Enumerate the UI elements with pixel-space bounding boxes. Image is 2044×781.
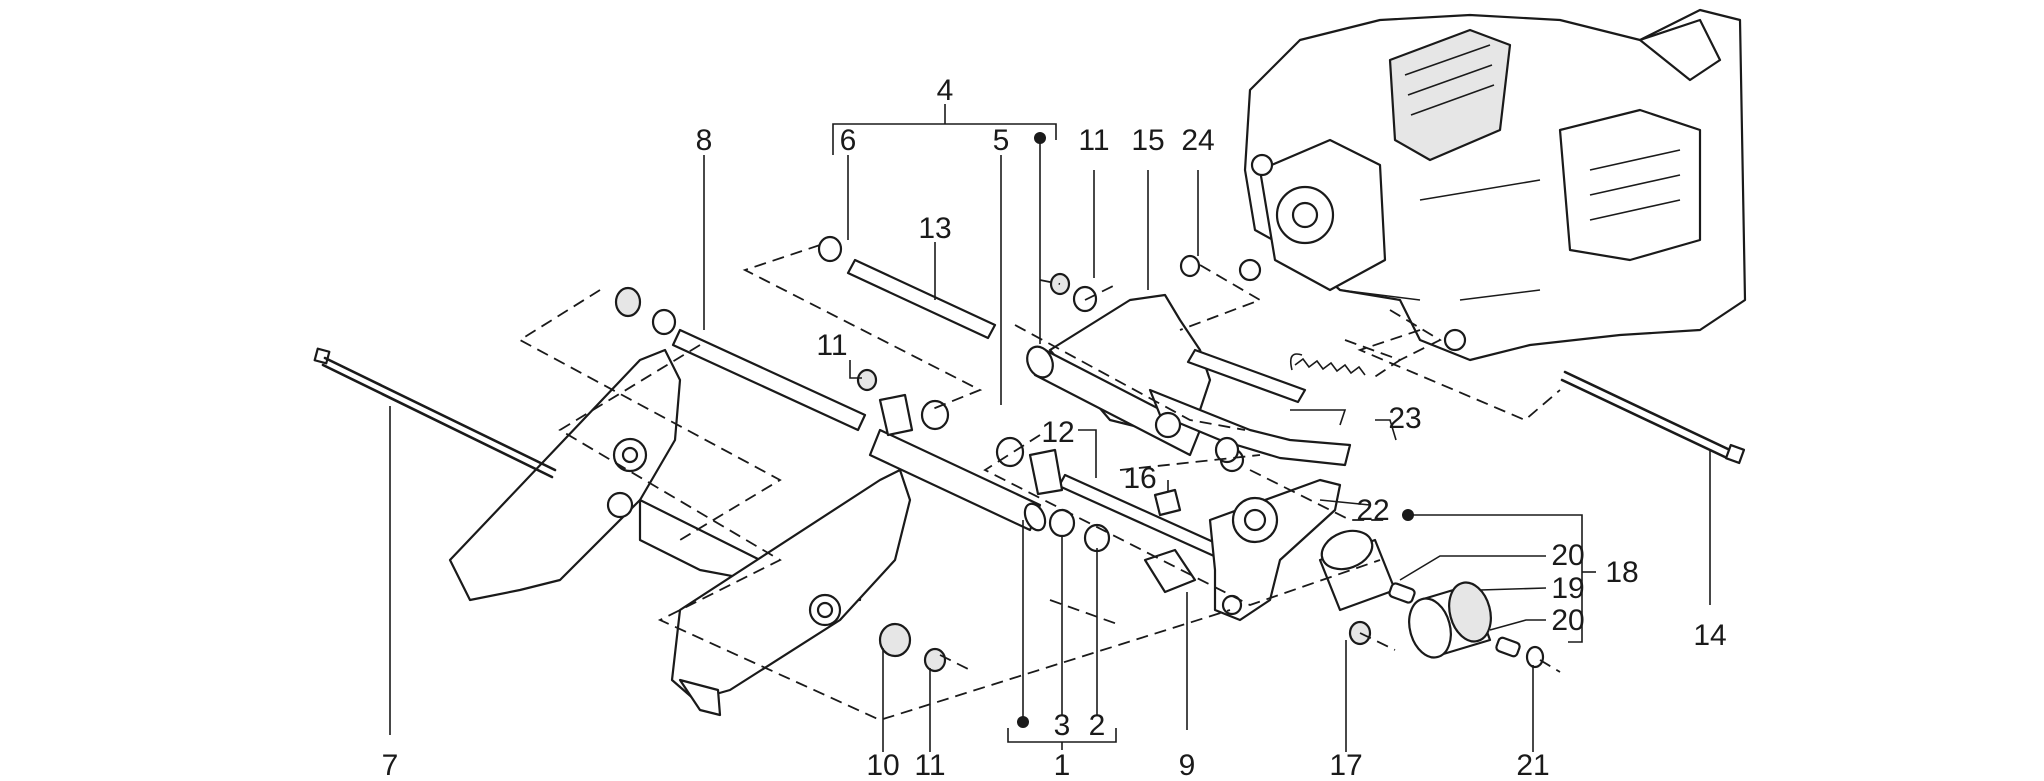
callout-13: 13 xyxy=(918,212,951,245)
long-bolt-7 xyxy=(313,347,557,479)
callout-6: 6 xyxy=(840,124,857,157)
long-bolt-14 xyxy=(1560,370,1746,465)
support-plate-22 xyxy=(1208,478,1342,622)
callout-11-top: 11 xyxy=(1078,124,1109,157)
shaft-8 xyxy=(671,328,867,432)
callout-3: 3 xyxy=(1054,709,1071,742)
callout-2: 2 xyxy=(1089,709,1106,742)
callout-8: 8 xyxy=(696,124,713,157)
stand-bracket-left xyxy=(448,348,912,717)
callout-14: 14 xyxy=(1693,619,1726,652)
callout-15: 15 xyxy=(1131,124,1164,157)
callout-23: 23 xyxy=(1388,402,1421,435)
callout-24: 24 xyxy=(1181,124,1214,157)
washer-21 xyxy=(1525,645,1545,669)
callout-17: 17 xyxy=(1329,749,1362,781)
swing-arm-bracket xyxy=(1026,293,1352,473)
callout-12: 12 xyxy=(1041,416,1074,449)
callout-10: 10 xyxy=(866,749,899,781)
shaft-13 xyxy=(846,258,997,340)
bush-19 xyxy=(1408,581,1492,659)
leader-lines xyxy=(389,104,1711,752)
callout-1: 1 xyxy=(1054,749,1071,781)
callout-11-bottom: 11 xyxy=(914,749,945,781)
callout-21: 21 xyxy=(1516,749,1549,781)
callout-4: 4 xyxy=(937,74,954,107)
assembly-dashed-lines xyxy=(518,244,1561,721)
callout-18: 18 xyxy=(1605,556,1638,589)
main-pivot-tube xyxy=(868,428,1047,532)
callout-9: 9 xyxy=(1179,749,1196,781)
engine-illustration xyxy=(1238,8,1747,362)
callout-22: 22 xyxy=(1356,494,1389,527)
callout-20-top: 20 xyxy=(1551,539,1584,572)
callout-19: 19 xyxy=(1551,572,1584,605)
callout-labels: 4 6 5 8 13 11 15 24 11 12 16 22 23 20 19… xyxy=(382,74,1727,781)
cylinder-18 xyxy=(1318,529,1397,612)
callout-16: 16 xyxy=(1123,462,1156,495)
callout-11-mid: 11 xyxy=(816,329,847,362)
callout-7: 7 xyxy=(382,749,399,781)
callout-20-bottom: 20 xyxy=(1551,604,1584,637)
spring-23 xyxy=(1289,353,1366,376)
spacer-20a xyxy=(1388,582,1416,604)
spacer-20b xyxy=(1495,636,1521,658)
callout-5: 5 xyxy=(993,124,1010,157)
small-hardware xyxy=(614,235,1372,673)
